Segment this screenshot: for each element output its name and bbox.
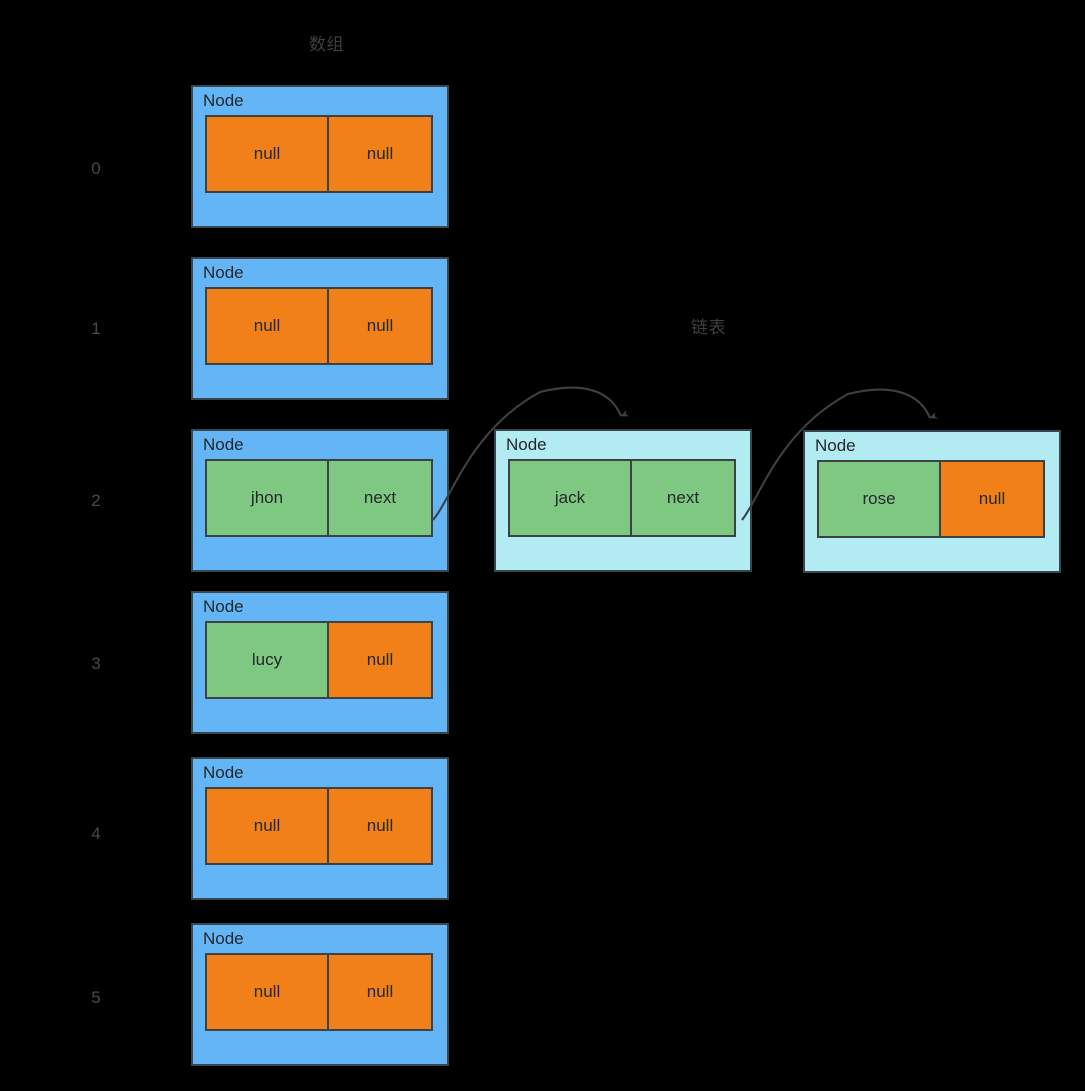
- list-node-jack-next[interactable]: next: [630, 461, 734, 535]
- list-node-rose[interactable]: Node rose null: [803, 430, 1061, 573]
- node-cells: null null: [205, 953, 433, 1031]
- node-cells: null null: [205, 115, 433, 193]
- list-node-rose-next[interactable]: null: [939, 462, 1043, 536]
- node-title: Node: [203, 763, 244, 782]
- node-title: Node: [506, 435, 547, 454]
- array-index-5: 5: [91, 988, 101, 1007]
- node-cells: rose null: [817, 460, 1045, 538]
- array-section-caption: 数组: [309, 35, 344, 54]
- node-title: Node: [203, 91, 244, 110]
- array-bucket-0-next[interactable]: null: [327, 117, 431, 191]
- array-index-4: 4: [91, 824, 101, 843]
- list-node-rose-key[interactable]: rose: [819, 462, 939, 536]
- array-bucket-1-key[interactable]: null: [207, 289, 327, 363]
- node-cells: jhon next: [205, 459, 433, 537]
- linked-list-section-caption: 链表: [691, 318, 726, 337]
- array-bucket-0[interactable]: Node null null: [191, 85, 449, 228]
- node-cells: null null: [205, 787, 433, 865]
- list-node-jack-key[interactable]: jack: [510, 461, 630, 535]
- array-bucket-5-key[interactable]: null: [207, 955, 327, 1029]
- array-bucket-3-key[interactable]: lucy: [207, 623, 327, 697]
- array-index-1: 1: [91, 319, 101, 338]
- array-bucket-4-key[interactable]: null: [207, 789, 327, 863]
- node-title: Node: [815, 436, 856, 455]
- node-title: Node: [203, 929, 244, 948]
- array-index-3: 3: [91, 654, 101, 673]
- array-index-2: 2: [91, 491, 101, 510]
- list-node-jack[interactable]: Node jack next: [494, 429, 752, 572]
- node-cells: lucy null: [205, 621, 433, 699]
- array-bucket-2-key[interactable]: jhon: [207, 461, 327, 535]
- array-index-0: 0: [91, 159, 101, 178]
- node-cells: null null: [205, 287, 433, 365]
- array-bucket-0-key[interactable]: null: [207, 117, 327, 191]
- array-bucket-3-next[interactable]: null: [327, 623, 431, 697]
- array-bucket-1[interactable]: Node null null: [191, 257, 449, 400]
- array-bucket-5-next[interactable]: null: [327, 955, 431, 1029]
- array-bucket-4-next[interactable]: null: [327, 789, 431, 863]
- node-title: Node: [203, 597, 244, 616]
- array-bucket-5[interactable]: Node null null: [191, 923, 449, 1066]
- array-bucket-3[interactable]: Node lucy null: [191, 591, 449, 734]
- array-bucket-1-next[interactable]: null: [327, 289, 431, 363]
- node-title: Node: [203, 435, 244, 454]
- array-bucket-4[interactable]: Node null null: [191, 757, 449, 900]
- node-cells: jack next: [508, 459, 736, 537]
- array-bucket-2-next[interactable]: next: [327, 461, 431, 535]
- array-bucket-2[interactable]: Node jhon next: [191, 429, 449, 572]
- node-title: Node: [203, 263, 244, 282]
